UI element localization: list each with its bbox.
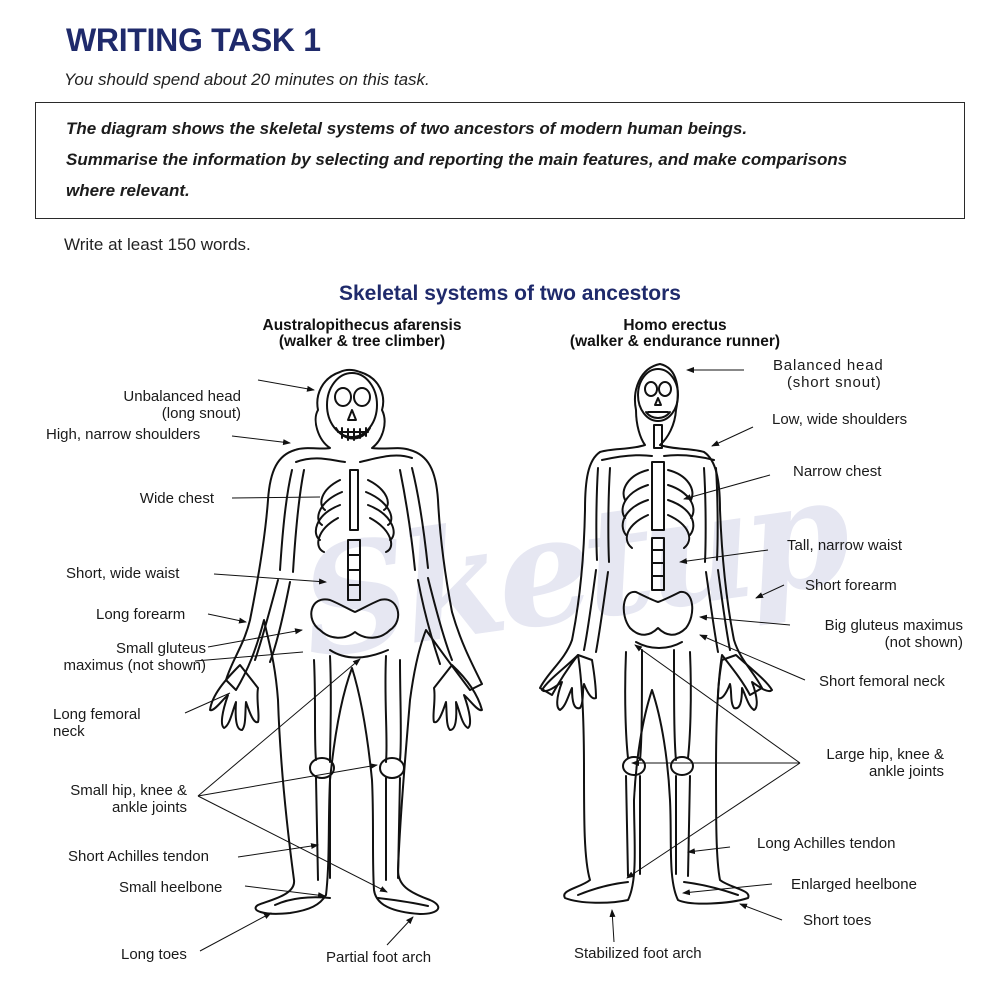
task-title: WRITING TASK 1 — [66, 22, 321, 58]
label-line: Unbalanced head — [123, 388, 241, 405]
prompt-line-2: Summarise the information by selecting a… — [66, 150, 848, 169]
label-wide-chest: Wide chest — [139, 490, 214, 507]
right-species-name: Homo erectus — [623, 317, 727, 334]
label-line: Long femoral — [53, 706, 141, 723]
label-narrow-chest: Narrow chest — [793, 463, 882, 480]
label-line: ankle joints — [868, 763, 944, 780]
label-line: Large hip, knee & — [826, 746, 944, 763]
word-limit: Write at least 150 words. — [64, 235, 251, 254]
label-line: Balanced head — [773, 357, 884, 374]
label-long-femoral-neck: Long femoral neck — [53, 706, 141, 740]
label-long-achilles: Long Achilles tendon — [757, 835, 896, 852]
label-small-heelbone: Small heelbone — [119, 879, 223, 896]
label-short-toes: Short toes — [803, 912, 872, 929]
label-enlarged-heelbone: Enlarged heelbone — [791, 876, 917, 893]
right-species-heading: Homo erectus (walker & endurance runner) — [540, 318, 810, 350]
homo-erectus-skeleton — [539, 363, 773, 905]
label-stabilized-foot-arch: Stabilized foot arch — [574, 945, 702, 962]
label-unbalanced-head: Unbalanced head (long snout) — [123, 388, 241, 422]
label-long-forearm: Long forearm — [96, 606, 186, 623]
label-line: ankle joints — [111, 799, 187, 816]
prompt-box: The diagram shows the skeletal systems o… — [35, 102, 965, 219]
left-species-name: Australopithecus afarensis — [262, 317, 462, 334]
label-high-narrow-shoulders: High, narrow shoulders — [46, 426, 201, 443]
left-species-heading: Australopithecus afarensis (walker & tre… — [232, 318, 492, 350]
time-instruction: You should spend about 20 minutes on thi… — [64, 70, 430, 89]
label-line: (short snout) — [787, 374, 882, 391]
left-callout-lines — [184, 379, 414, 952]
label-short-wide-waist: Short, wide waist — [66, 565, 180, 582]
label-line: Big gluteus maximus — [824, 617, 963, 634]
label-line: Small gluteus — [115, 640, 206, 657]
label-line: neck — [53, 723, 85, 740]
label-line: (not shown) — [884, 634, 963, 651]
label-small-gluteus: Small gluteus maximus (not shown) — [63, 640, 206, 674]
label-long-toes: Long toes — [121, 946, 187, 963]
australopithecus-skeleton — [209, 368, 483, 915]
prompt-line-3: where relevant. — [66, 181, 190, 200]
right-callout-lines — [609, 367, 806, 943]
label-line: maximus (not shown) — [63, 657, 206, 674]
label-partial-foot-arch: Partial foot arch — [326, 949, 432, 966]
label-short-forearm: Short forearm — [805, 577, 897, 594]
label-large-joints: Large hip, knee & ankle joints — [826, 746, 944, 780]
right-species-role: (walker & endurance runner) — [569, 333, 781, 350]
label-line: (long snout) — [161, 405, 241, 422]
left-species-role: (walker & tree climber) — [278, 333, 446, 350]
prompt-line-1: The diagram shows the skeletal systems o… — [66, 119, 748, 138]
label-low-wide-shoulders: Low, wide shoulders — [772, 411, 908, 428]
diagram-title: Skeletal systems of two ancestors — [339, 282, 681, 305]
label-line: Small hip, knee & — [70, 782, 187, 799]
label-small-joints: Small hip, knee & ankle joints — [70, 782, 187, 816]
label-balanced-head: Balanced head (short snout) — [773, 357, 884, 391]
label-short-achilles: Short Achilles tendon — [68, 848, 209, 865]
label-big-gluteus: Big gluteus maximus (not shown) — [825, 617, 963, 651]
label-tall-narrow-waist: Tall, narrow waist — [787, 537, 903, 554]
label-short-femoral-neck: Short femoral neck — [819, 673, 945, 690]
